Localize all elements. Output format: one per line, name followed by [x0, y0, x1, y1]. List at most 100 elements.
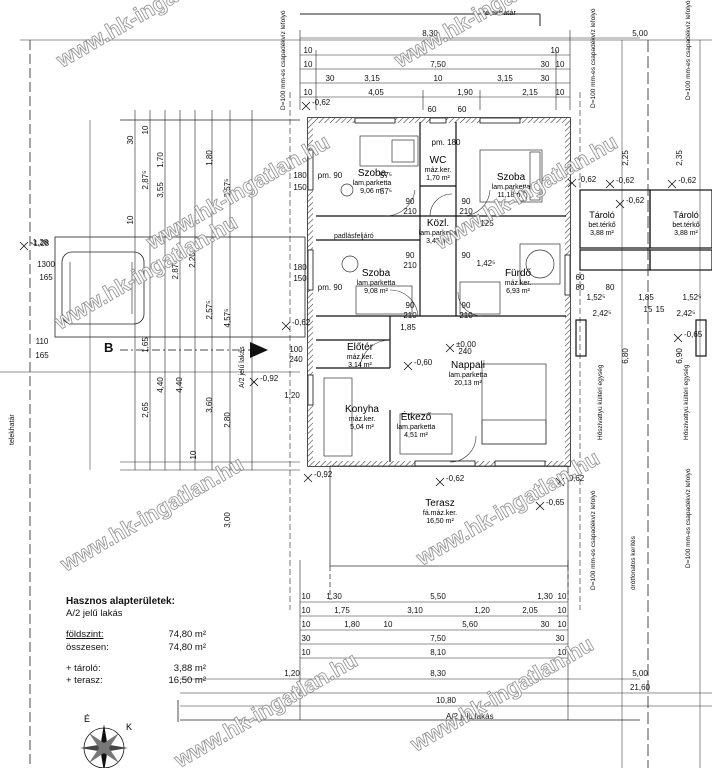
dim-left-9: 2,57⁵: [205, 301, 214, 320]
level-value: -0,62: [616, 176, 635, 185]
terrace: [329, 465, 569, 600]
dim-interior-13: 240: [289, 355, 303, 364]
room-area-szoba1: 9,06 m²: [360, 188, 384, 195]
watermark-text: www.hk-ingatlan.hu: [389, 0, 582, 73]
dim-bottom2-4: 2,05: [522, 606, 538, 615]
dim-interior-32: 1,52⁵: [587, 293, 606, 302]
level-value: -0,60: [414, 358, 433, 367]
dim-left-7: 10: [126, 215, 135, 224]
summary-row: földszint:74,80 m²: [66, 629, 206, 641]
room-area-szoba3: 9,08 m²: [364, 288, 388, 295]
dim-left-13: 2,65: [141, 402, 150, 418]
dim-interior-11: 1,85: [400, 323, 416, 332]
bottom-lakas-label: A/2 jelű lakás: [446, 712, 494, 721]
level-value: -0,92: [314, 470, 333, 479]
dim-interior-6: 180: [293, 263, 307, 272]
entrance-arrow: [120, 342, 268, 358]
dim-interior-20: 1,42⁵: [477, 259, 496, 268]
room-area-nappali: 20,13 m²: [454, 380, 482, 387]
level-marker-icon: [615, 199, 625, 209]
padlasfeljaro-label: padlásfeljáró: [334, 233, 374, 240]
dim-left-21: 165: [35, 351, 49, 360]
dim-interior-29: 60: [576, 273, 585, 282]
dim-interior-16: 57⁵: [380, 187, 392, 196]
room-name-szoba3: Szoba: [362, 268, 391, 279]
dim-interior-15: 57⁵: [380, 171, 392, 180]
room-name-kozl: Közl.: [427, 218, 449, 229]
dim-bottom3-1: 1,80: [344, 620, 360, 629]
csapadek-label-3: D=100 mm-es csapadékvíz lefolyó: [685, 0, 692, 100]
summary-value: 74,80 m²: [168, 629, 207, 641]
level-marker-icon: [667, 179, 677, 189]
dim-bottom4-1: 7,50: [430, 634, 446, 643]
room-floor-nappali: lam.parketta: [449, 372, 488, 379]
level-value: -0,62: [626, 196, 645, 205]
hoszivattyu-label-1: Hőszivattyú kültéri egység: [597, 364, 604, 440]
dim-top5-0: 10: [304, 88, 313, 97]
dim-interior-1: 210: [403, 207, 417, 216]
dim-left-14: 4,40: [175, 377, 184, 393]
level-value: -0,62: [312, 98, 331, 107]
telekhatar-left: telekhatár: [9, 414, 16, 445]
dim-interior-3: 210: [459, 207, 473, 216]
room-area-konyha: 5,04 m²: [350, 424, 374, 431]
dim-interior-28: 210: [459, 311, 473, 320]
summary-row: összesen:74,80 m²: [66, 642, 206, 654]
dim-left-18: 10: [189, 450, 198, 459]
dimension-lines-top: [299, 30, 640, 110]
dim-interior-26: 210: [403, 311, 417, 320]
room-name-wc: WC: [430, 155, 447, 166]
dim-top5-3: 2,15: [522, 88, 538, 97]
dim-left-15: 3,60: [205, 397, 214, 413]
summary-row: + terasz:16,50 m²: [66, 675, 206, 687]
dim-bottom2-3: 1,20: [474, 606, 490, 615]
room-name-terasz: Terasz: [425, 498, 454, 509]
dim-interior-23: 90: [462, 251, 471, 260]
dim-interior-30: 80: [576, 283, 585, 292]
dim-interior-19: 125: [480, 219, 494, 228]
dim-top4-4: 30: [541, 74, 550, 83]
level-value: -0,62: [446, 474, 465, 483]
room-floor-tarolo1: bet.térkő: [588, 222, 615, 229]
watermark-text: www.hk-ingatlan.hu: [51, 0, 244, 73]
dim-bottom1-0: 10: [302, 592, 311, 601]
room-floor-kozl: lam.parketta: [419, 230, 458, 237]
room-area-tarolo2: 3,88 m²: [674, 230, 698, 237]
dim-top5-1: 4,05: [368, 88, 384, 97]
room-area-szoba2: 11,18 m²: [497, 192, 525, 199]
dim-interior-17: 60: [428, 105, 437, 114]
dim-left-23: 165: [39, 273, 53, 282]
hoszivattyu-label-2: Hőszivattyú kültéri egység: [683, 364, 690, 440]
dim-interior-35: 2,42⁵: [593, 309, 612, 318]
room-name-etkezo: Étkező: [401, 410, 432, 423]
dim-left-16: 2,80: [223, 412, 232, 428]
dim-bottom4-0: 30: [302, 634, 311, 643]
room-name-konyha: Konyha: [345, 404, 379, 415]
dim-left-4: 2,87⁵: [141, 171, 150, 190]
room-name-tarolo1: Tároló: [589, 210, 615, 220]
dim-top4-2: 10: [434, 74, 443, 83]
summary-label: + tároló:: [66, 662, 101, 674]
level-marker-icon: [435, 477, 445, 487]
dim-top4-3: 3,15: [497, 74, 513, 83]
storage-units: [575, 189, 712, 357]
level-markers: -0,62-0,62-0,62-0,62-0,60-0,92-0,92-0,62…: [19, 98, 703, 511]
level-marker-icon: [19, 241, 29, 251]
level-marker-icon: [535, 501, 545, 511]
dim-interior-37: 15: [644, 305, 653, 314]
csapadek-label-5: D=100 mm-es csapadékvíz lefolyó: [685, 468, 692, 568]
dim-left-0: 30: [126, 135, 135, 144]
dim-left-6: 3,57⁵: [223, 179, 232, 198]
dim-interior-25: 90: [406, 301, 415, 310]
room-floor-konyha: máz.ker.: [349, 416, 376, 423]
dim-top4-0: 30: [326, 74, 335, 83]
dim-interior-39: 6,80: [621, 348, 630, 364]
level-value: ±0,00: [456, 340, 477, 349]
summary-label: + terasz:: [66, 675, 103, 687]
dim-top5-4: 10: [556, 88, 565, 97]
dim-bottom7: 21,60: [630, 683, 651, 692]
dim-interior-33: 1,85: [638, 293, 654, 302]
dim-interior-24: 240: [458, 347, 472, 356]
